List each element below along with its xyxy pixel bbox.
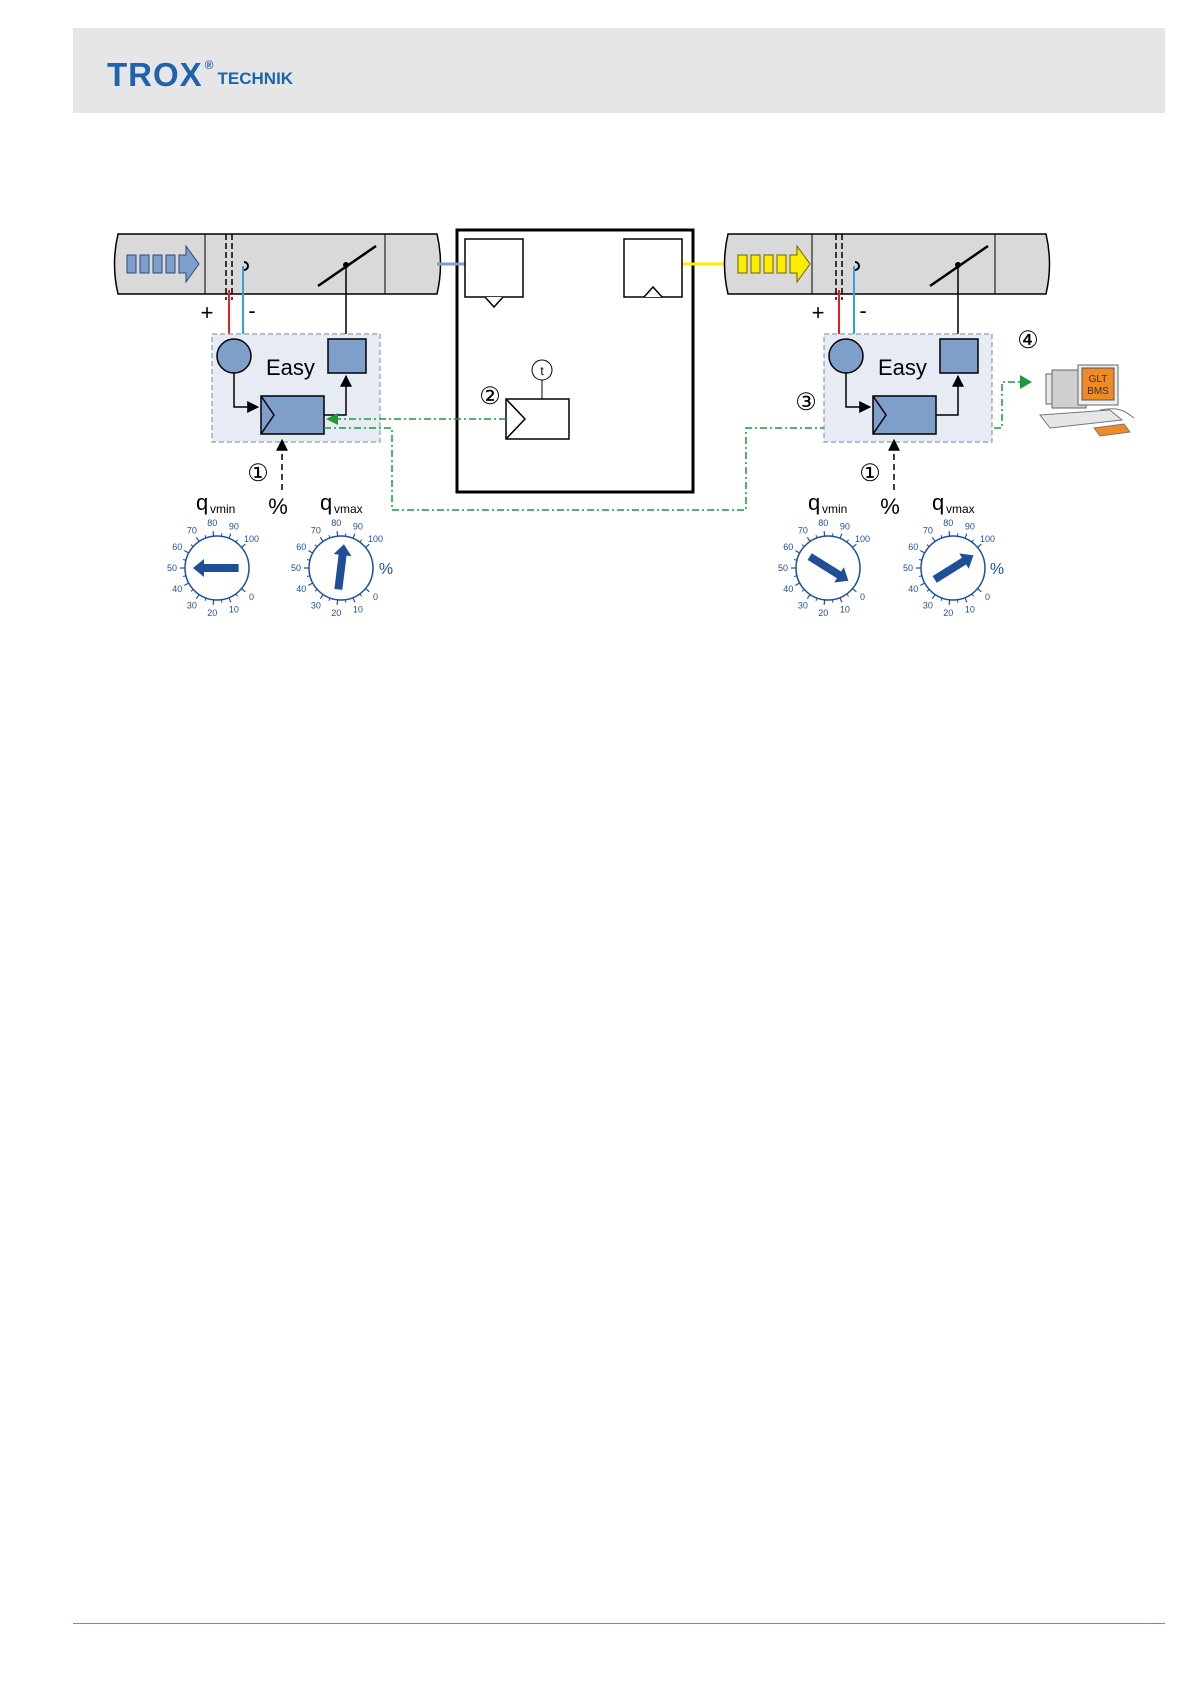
dial2-q: q (320, 490, 332, 515)
dial-qvmax-supply: 0 10 20 30 40 50 60 70 80 90 100 (291, 518, 383, 618)
dial-tick-label: 40 (172, 584, 182, 594)
center-marker-2: ② (479, 383, 501, 410)
dial-tick-label: 100 (855, 534, 870, 544)
dial-tick-label: 70 (187, 526, 197, 536)
dial-tick-label: 90 (229, 521, 239, 531)
dial-tick-label: 50 (903, 563, 913, 573)
dial-tick-label: 50 (291, 563, 301, 573)
dial-tick-label: 60 (908, 542, 918, 552)
bms-line1: GLT (1089, 374, 1108, 385)
dial-tick-label: 20 (818, 608, 828, 618)
right-marker-4: ④ (1017, 327, 1039, 354)
dial-tick-label: 80 (943, 518, 953, 528)
dial-tick-label: 30 (187, 600, 197, 610)
dial-tick-label: 90 (840, 521, 850, 531)
dial-tick-label: 70 (311, 526, 321, 536)
dial-tick-label: 60 (172, 542, 182, 552)
dial-tick-label: 50 (778, 563, 788, 573)
bms-line2: BMS (1087, 386, 1109, 397)
dial-tick-label: 100 (368, 534, 383, 544)
dial-tick-label: 50 (167, 563, 177, 573)
dial-tick-label: 30 (311, 600, 321, 610)
dial-tick-label: 30 (923, 600, 933, 610)
left-plus-label: + (201, 300, 214, 325)
dial-tick-label: 20 (943, 608, 953, 618)
dial-tick-label: 80 (818, 518, 828, 528)
dial-tick-label: 60 (296, 542, 306, 552)
dial-tick-label: 70 (798, 526, 808, 536)
room-box: t (437, 230, 724, 492)
dial-tick-label: 10 (965, 605, 975, 615)
left-easy-controller: Easy (212, 334, 380, 442)
dial-qvmax-exhaust: 0 10 20 30 40 50 60 70 80 90 100 (903, 518, 995, 618)
dial-tick-label: 100 (980, 534, 995, 544)
dial-tick-label: 90 (965, 521, 975, 531)
supply-duct (115, 234, 441, 346)
right-minus-label: - (859, 298, 866, 323)
dial-percent-right: % (880, 494, 900, 519)
dial-qvmin-exhaust: 0 10 20 30 40 50 60 70 80 90 100 (778, 518, 870, 618)
footer-divider (73, 1623, 1165, 1624)
right-marker-1: ① (859, 460, 881, 487)
dial-tick-label: 40 (783, 584, 793, 594)
dial-tick-label: 20 (331, 608, 341, 618)
dial-tick-label: 10 (840, 605, 850, 615)
right-marker-3: ③ (795, 389, 817, 416)
left-marker-1: ① (247, 460, 269, 487)
right-easy-controller: Easy (824, 334, 992, 442)
dial-tick-label: 30 (798, 600, 808, 610)
dial1-q: q (196, 490, 208, 515)
dial-tick-label: 100 (244, 534, 259, 544)
dial-tick-label: 20 (207, 608, 217, 618)
dial4-sub: vmax (946, 502, 975, 516)
dial-tick-label: 80 (207, 518, 217, 528)
dial2-sub: vmax (334, 502, 363, 516)
right-plus-label: + (812, 300, 825, 325)
dial4-q: q (932, 490, 944, 515)
dial-tick-label: 0 (373, 592, 378, 602)
dial-tick-label: 80 (331, 518, 341, 528)
left-easy-label: Easy (266, 355, 315, 380)
dial4-percent: % (990, 561, 1004, 578)
dial-percent-left: % (268, 494, 288, 519)
dial3-sub: vmin (822, 502, 847, 516)
dial-tick-label: 10 (353, 605, 363, 615)
dial1-sub: vmin (210, 502, 235, 516)
dial3-q: q (808, 490, 820, 515)
dial-tick-label: 90 (353, 521, 363, 531)
dial-tick-label: 60 (783, 542, 793, 552)
exhaust-duct (725, 234, 1050, 346)
dial-tick-label: 40 (908, 584, 918, 594)
dial-tick-label: 40 (296, 584, 306, 594)
dial-tick-label: 0 (985, 592, 990, 602)
dial-tick-label: 0 (860, 592, 865, 602)
dial-tick-label: 70 (923, 526, 933, 536)
dial-tick-label: 0 (249, 592, 254, 602)
dial-qvmin-supply: 0 10 20 30 40 50 60 70 80 90 100 (167, 518, 259, 618)
left-minus-label: - (248, 298, 255, 323)
dial2-percent: % (379, 561, 393, 578)
right-easy-label: Easy (878, 355, 927, 380)
dial-tick-label: 10 (229, 605, 239, 615)
bms-computer-icon: GLT BMS (1040, 365, 1134, 436)
